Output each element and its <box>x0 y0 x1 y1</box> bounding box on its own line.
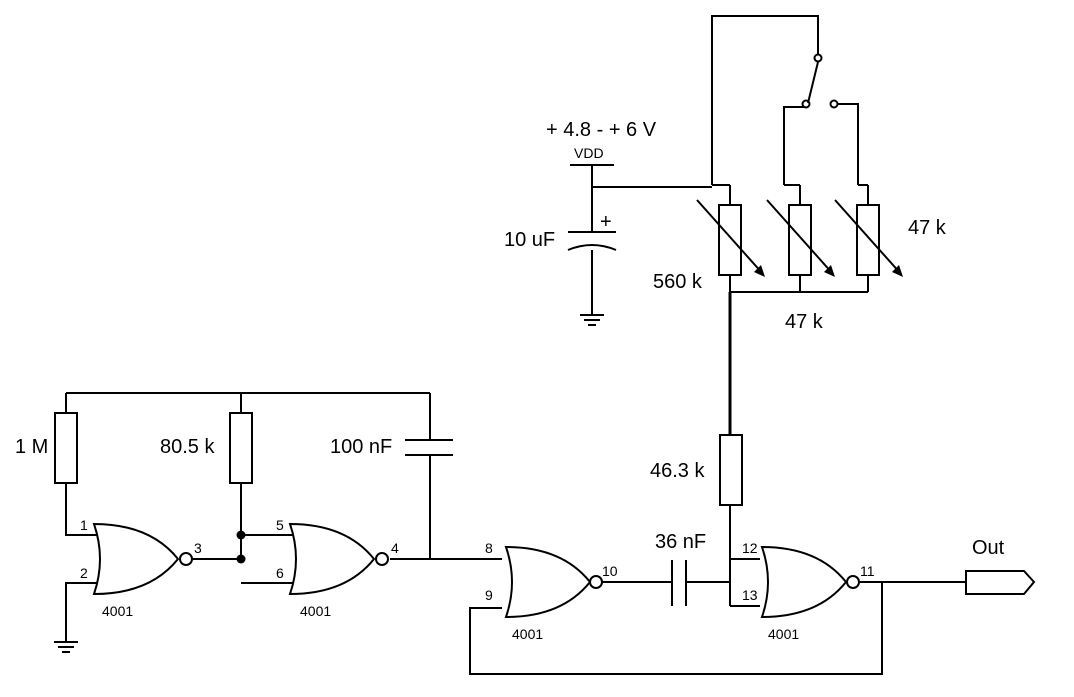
resistor-46k <box>719 434 743 506</box>
resistor-1m <box>54 412 78 484</box>
gate-4-pin-b: 13 <box>742 587 758 603</box>
potentiometer-560k <box>696 199 765 277</box>
ground-icon <box>54 641 78 653</box>
nor-gate-2 <box>288 522 389 596</box>
capacitor-100nf <box>405 439 453 456</box>
capacitor-36nf <box>671 560 687 606</box>
gate-3-pin-b: 9 <box>485 587 493 603</box>
ground-icon <box>580 314 604 326</box>
gate-2-pin-a: 5 <box>276 517 284 533</box>
vdd-label: VDD <box>574 145 604 161</box>
nor-gate-1 <box>92 522 193 596</box>
gate-1-pin-b: 2 <box>80 565 88 581</box>
selector-switch <box>801 53 839 109</box>
gate-2-pin-out: 4 <box>391 540 399 556</box>
gate-3-pin-a: 8 <box>485 540 493 556</box>
gate-4-pin-a: 12 <box>742 540 758 556</box>
gate-1-pin-out: 3 <box>194 540 202 556</box>
pot-560k-label: 560 k <box>653 271 703 293</box>
output-label: Out <box>972 537 1005 559</box>
capacitor-10uf <box>567 231 617 251</box>
capacitor-36nf-label: 36 nF <box>655 531 706 553</box>
resistor-80k <box>229 412 253 484</box>
resistor-46k-label: 46.3 k <box>650 460 705 482</box>
gate-1-pin-a: 1 <box>80 517 88 533</box>
potentiometer-47k-a <box>766 199 835 277</box>
nor-gate-4 <box>760 545 860 619</box>
resistor-1m-label: 1 M <box>15 436 48 458</box>
pot-network-wires <box>591 15 869 583</box>
junction-dot <box>236 554 246 564</box>
oscillator-wires <box>65 392 966 675</box>
nor-gate-3 <box>504 545 603 619</box>
resistor-80k-label: 80.5 k <box>160 436 215 458</box>
capacitor-100nf-label: 100 nF <box>330 436 392 458</box>
gate-2-pin-b: 6 <box>276 565 284 581</box>
gate-2-chip-label: 4001 <box>300 603 331 619</box>
capacitor-10uf-label: 10 uF <box>504 229 555 251</box>
supply-voltage-label: + 4.8 - + 6 V <box>546 119 657 141</box>
gate-3-pin-out: 10 <box>602 563 618 579</box>
pot-47k-a-label: 47 k <box>785 311 824 333</box>
pot-47k-b-label: 47 k <box>908 217 947 239</box>
gate-1-chip-label: 4001 <box>102 603 133 619</box>
output-connector-icon <box>965 570 1036 595</box>
junction-dot <box>236 530 246 540</box>
capacitor-plus-sign: + <box>600 211 612 233</box>
potentiometer-47k-b <box>834 199 903 277</box>
gate-3-chip-label: 4001 <box>512 626 543 642</box>
gate-4-pin-out: 11 <box>860 563 875 579</box>
gate-4-chip-label: 4001 <box>768 626 799 642</box>
